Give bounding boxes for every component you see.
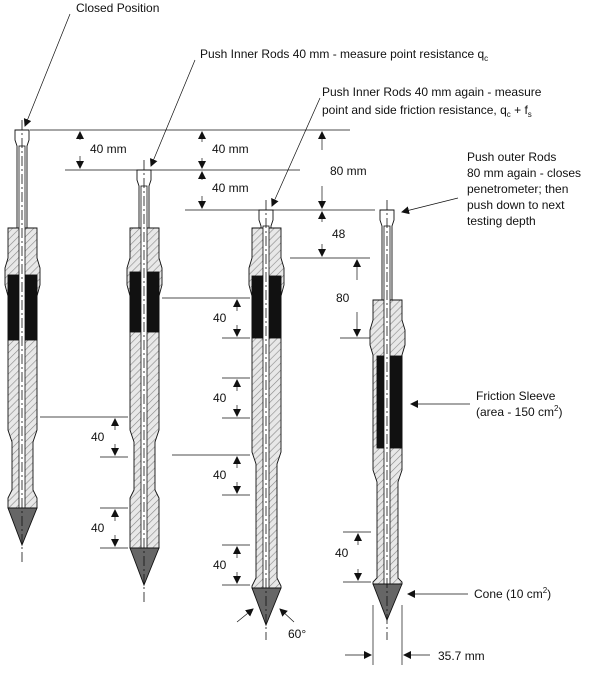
dim-top-f: 80 — [336, 291, 350, 305]
dim-top-a: 40 mm — [90, 142, 127, 156]
cone-angle — [236, 608, 295, 623]
label-step3-line5: testing depth — [467, 214, 536, 228]
label-step3-line2: 80 mm again - closes — [467, 166, 581, 180]
dim-top-c: 40 mm — [212, 181, 249, 195]
label-step3-line3: penetrometer; then — [467, 182, 568, 196]
dim-top-b: 40 mm — [212, 142, 249, 156]
label-step3-line1: Push outer Rods — [467, 150, 556, 164]
dim-step2-d: 40 — [213, 558, 227, 572]
penetrometer-step3 — [369, 200, 406, 640]
penetrometer-step2 — [248, 200, 285, 640]
label-step2-line1: Push Inner Rods 40 mm again - measure — [322, 85, 542, 99]
dim-step1-b: 40 — [91, 521, 105, 535]
label-leaders — [23, 13, 470, 598]
dims-step2 — [162, 297, 250, 586]
dims-step1 — [40, 416, 128, 549]
label-friction-area: (area - 150 cm2) — [476, 404, 562, 419]
label-step1: Push Inner Rods 40 mm - measure point re… — [200, 47, 488, 63]
label-cone: Cone (10 cm2) — [474, 586, 551, 601]
label-closed-position: Closed Position — [76, 1, 159, 15]
penetrometer-step1 — [126, 160, 163, 605]
label-step3-line4: push down to next — [467, 198, 565, 212]
dim-diameter: 35.7 mm — [438, 649, 485, 663]
dim-step2-b: 40 — [213, 391, 227, 405]
dim-step2-c: 40 — [213, 468, 227, 482]
dim-top-e: 48 — [332, 227, 346, 241]
dim-step3-a: 40 — [335, 546, 349, 560]
label-friction-sleeve: Friction Sleeve — [476, 389, 556, 403]
dim-step2-a: 40 — [213, 311, 227, 325]
label-step2-line2: point and side friction resistance, qc +… — [322, 103, 532, 119]
top-dimension-lines — [30, 129, 375, 339]
dim-top-d: 80 mm — [330, 164, 367, 178]
dim-step1-a: 40 — [91, 430, 105, 444]
dim-angle: 60° — [288, 627, 306, 641]
penetrometer-closed — [4, 120, 41, 562]
dims-step3 — [343, 531, 430, 665]
